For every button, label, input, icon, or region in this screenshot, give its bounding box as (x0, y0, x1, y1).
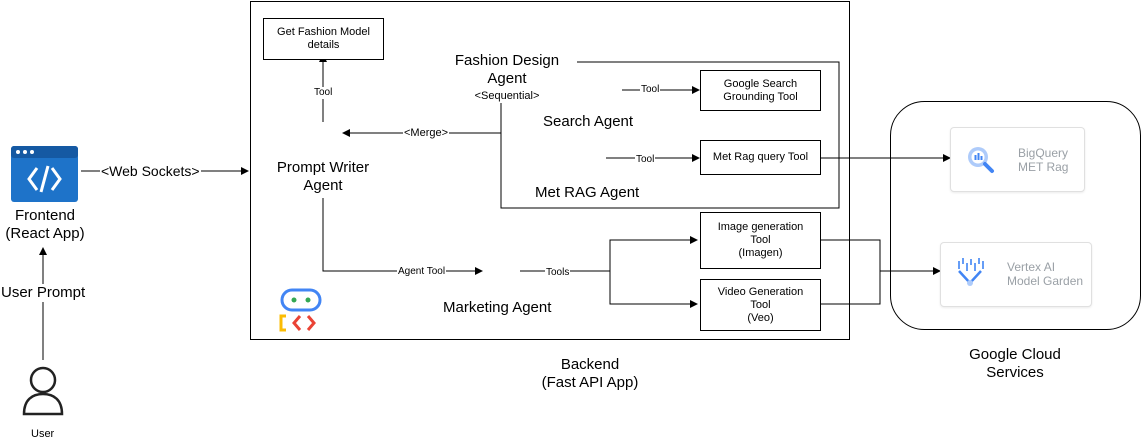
tool-label-search: Tool (640, 84, 661, 96)
image-tool-line2: Tool (750, 234, 771, 246)
adk-logo-icon (279, 288, 323, 332)
tool-label-met: Tool (635, 154, 656, 166)
google-search-tool-line2: Grounding Tool (723, 90, 798, 103)
image-tool-line1: Image generation (717, 221, 804, 233)
frontend-app-icon (11, 146, 78, 202)
bigquery-line1: BigQuery (1018, 146, 1069, 160)
vertex-ai-line2: Model Garden (1007, 274, 1084, 288)
fashion-design-line3: <Sequential> (474, 90, 540, 102)
bigquery-icon (965, 144, 995, 174)
fashion-design-line1: Fashion Design (454, 52, 560, 69)
prompt-writer-line2: Agent (303, 177, 343, 194)
backend-frame (250, 1, 850, 340)
met-rag-agent: Met RAG Agent (535, 184, 640, 201)
met-rag-tool-box: Met Rag query Tool (700, 140, 821, 175)
google-search-tool-box: Google Search Grounding Tool (700, 70, 821, 111)
bigquery-card: BigQuery MET Rag (950, 127, 1085, 192)
vertex-ai-line1: Vertex AI (1007, 260, 1056, 274)
video-tool-line2: Tool (750, 298, 771, 311)
video-tool-line3: (Veo) (747, 311, 774, 324)
marketing-agent: Marketing Agent (443, 299, 552, 316)
user-prompt-label: User Prompt (0, 284, 87, 302)
get-fashion-model-box: Get Fashion Model details (263, 18, 384, 60)
video-tool-line1: Video Generation (717, 285, 804, 298)
person-icon (22, 364, 64, 416)
get-fashion-model-label: Get Fashion Model details (277, 26, 370, 51)
agent-tool-label: Agent Tool (397, 266, 447, 278)
video-to-vertex-line (820, 271, 881, 305)
vertex-ai-label: Vertex AI Model Garden (1007, 260, 1083, 288)
google-cloud-line1: Google Cloud (969, 346, 1061, 363)
fashion-design-group-frame (500, 61, 840, 209)
agent-tool-arrow (322, 198, 483, 275)
google-search-tool-line1: Google Search (723, 77, 798, 90)
vertex-ai-icon (955, 257, 985, 289)
image-generation-tool-box: Image generation Tool (Imagen) (700, 212, 821, 269)
google-cloud-label: Google Cloud Services (945, 346, 1085, 382)
image-tool-line3: (Imagen) (738, 247, 783, 259)
image-to-vertex-line (820, 239, 881, 271)
fashion-design-agent: Fashion Design Agent <Sequential> (437, 52, 577, 103)
backend-label: Backend (Fast API App) (520, 356, 660, 392)
google-cloud-line2: Services (986, 364, 1044, 381)
vertex-ai-card: Vertex AI Model Garden (940, 242, 1092, 307)
bigquery-label: BigQuery MET Rag (1018, 146, 1068, 174)
tools-label: Tools (545, 267, 571, 279)
prompt-writer-agent: Prompt Writer Agent (262, 159, 384, 195)
backend-label-line2: (Fast API App) (541, 374, 639, 391)
video-generation-tool-box: Video Generation Tool (Veo) (700, 279, 821, 331)
met-rag-tool-label: Met Rag query Tool (712, 151, 809, 163)
search-agent: Search Agent (543, 113, 634, 130)
tool-label-top: Tool (313, 87, 334, 99)
fashion-design-line2: Agent (487, 70, 527, 87)
websockets-label: <Web Sockets> (100, 162, 201, 180)
frontend-label: Frontend (React App) (0, 207, 90, 243)
frontend-label-line2: (React App) (5, 225, 85, 242)
bigquery-line2: MET Rag (1018, 160, 1069, 174)
frontend-label-line1: Frontend (14, 207, 76, 224)
merge-label: <Merge> (403, 127, 450, 140)
backend-label-line1: Backend (560, 356, 620, 373)
image-tool-arrow (609, 236, 698, 271)
video-tool-arrow (609, 271, 698, 308)
prompt-writer-line1: Prompt Writer (276, 159, 370, 176)
user-label: User (31, 428, 55, 440)
